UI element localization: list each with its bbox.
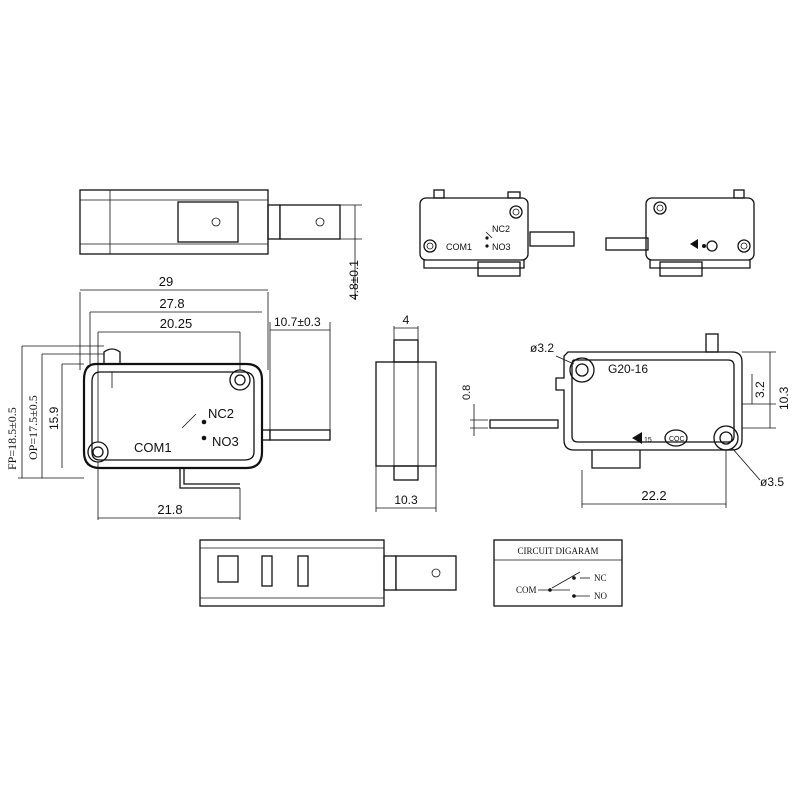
dim-right-h1: 3.2 (753, 381, 767, 398)
circuit-nc-label: NC (594, 573, 607, 583)
dim-mount-span: 22.2 (641, 488, 666, 503)
front-label-no3: NO3 (212, 434, 239, 449)
dim-body-length: 27.8 (159, 296, 184, 311)
dim-top-thickness: 4.8±0.1 (347, 260, 361, 300)
dim-height: 15.9 (47, 406, 61, 430)
dim-overall-length: 29 (159, 274, 173, 289)
iso1-label-nc2: NC2 (492, 224, 510, 234)
circuit-com-label: COM (516, 585, 537, 595)
bottom-view (199, 539, 457, 607)
dim-right-h2: 10.3 (777, 386, 791, 410)
rear-label-model: G20-16 (608, 362, 648, 376)
iso-view-front (419, 189, 575, 277)
rear-view (470, 333, 776, 508)
top-view (79, 189, 362, 300)
dim-op: OP=17.5±0.5 (26, 395, 40, 460)
bottom-view-body (199, 539, 385, 607)
dim-hole-spacing: 20.25 (160, 316, 193, 331)
circuit-diagram (493, 539, 623, 607)
front-label-com1: COM1 (134, 440, 172, 455)
dim-terminal-length: 10.7±0.3 (274, 315, 321, 329)
iso1-label-com1: COM1 (446, 242, 472, 252)
dim-side-width: 10.3 (394, 493, 418, 507)
dim-terminal-thickness: 0.8 (461, 385, 473, 400)
top-view-terminal-com (177, 201, 239, 243)
front-view-body (82, 362, 264, 470)
dim-bottom-terminal: 21.8 (157, 502, 182, 517)
front-view-dimensions (18, 289, 331, 520)
dim-hole-small: ø3.5 (760, 475, 784, 489)
rear-view-body (555, 351, 743, 451)
top-view-terminal-end (279, 204, 341, 240)
front-label-nc2: NC2 (208, 406, 234, 421)
circuit-no-label: NO (594, 591, 607, 601)
iso-view-rear (605, 189, 755, 277)
dim-fp: FP=18.5±0.5 (5, 407, 19, 470)
dim-hole-big: ø3.2 (530, 341, 554, 355)
dim-side-thickness: 4 (403, 313, 410, 327)
cert-mark-cqc: CQC (669, 436, 685, 443)
cert-mark-15: 15 (644, 437, 652, 444)
circuit-title: CIRCUIT DIGARAM (517, 546, 598, 556)
side-view (375, 326, 437, 512)
iso1-label-no3: NO3 (492, 242, 511, 252)
front-view (82, 348, 331, 489)
